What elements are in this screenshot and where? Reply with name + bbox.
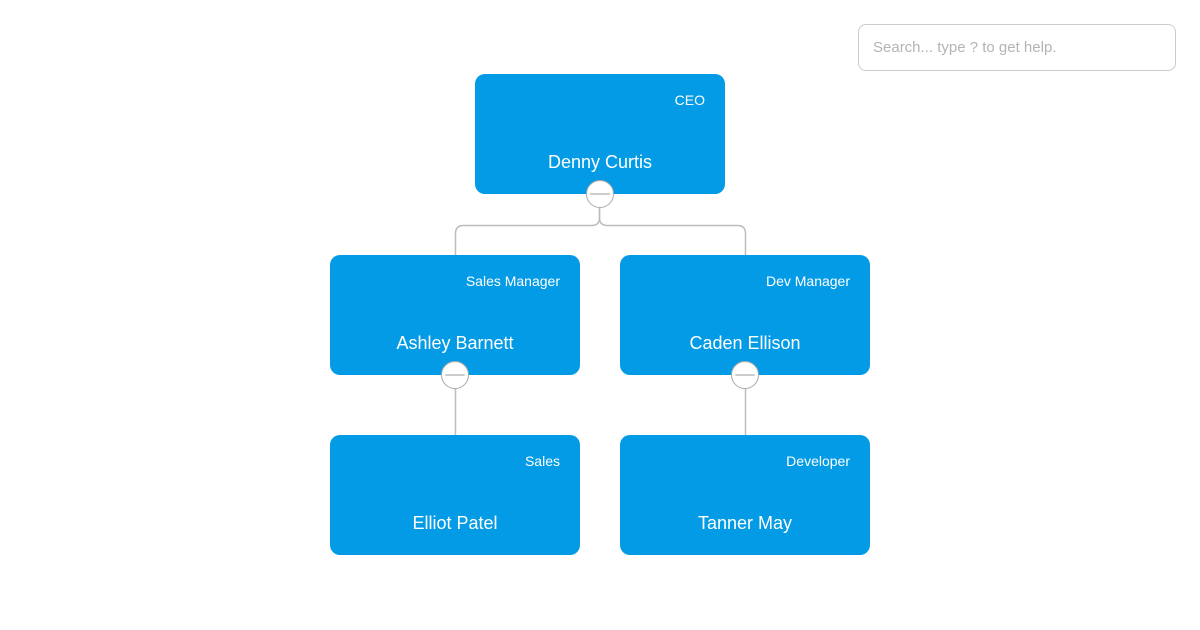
org-node-developer[interactable]: Developer Tanner May <box>620 435 870 555</box>
node-name: Denny Curtis <box>547 152 653 172</box>
node-title: Developer <box>786 453 850 469</box>
minus-icon <box>445 374 465 376</box>
connector-ceo-to-sales-manager <box>454 208 601 255</box>
node-title: Sales <box>524 453 560 469</box>
node-name: Caden Ellison <box>689 333 801 353</box>
collapse-toggle[interactable] <box>731 361 759 389</box>
org-node-ceo[interactable]: CEO Denny Curtis <box>475 74 725 208</box>
node-name: Ashley Barnett <box>396 333 514 353</box>
node-title: Dev Manager <box>765 273 850 289</box>
node-name: Tanner May <box>697 513 793 533</box>
node-title: Sales Manager <box>465 273 560 289</box>
minus-icon <box>735 374 755 376</box>
collapse-toggle[interactable] <box>586 180 614 208</box>
minus-icon <box>590 193 610 195</box>
org-node-dev-manager[interactable]: Dev Manager Caden Ellison <box>620 255 870 389</box>
search-input[interactable] <box>858 24 1176 71</box>
collapse-toggle[interactable] <box>441 361 469 389</box>
connector-ceo-to-dev-manager <box>598 208 747 255</box>
node-name: Elliot Patel <box>412 513 498 533</box>
node-title: CEO <box>674 92 705 108</box>
org-node-sales[interactable]: Sales Elliot Patel <box>330 435 580 555</box>
org-node-sales-manager[interactable]: Sales Manager Ashley Barnett <box>330 255 580 389</box>
